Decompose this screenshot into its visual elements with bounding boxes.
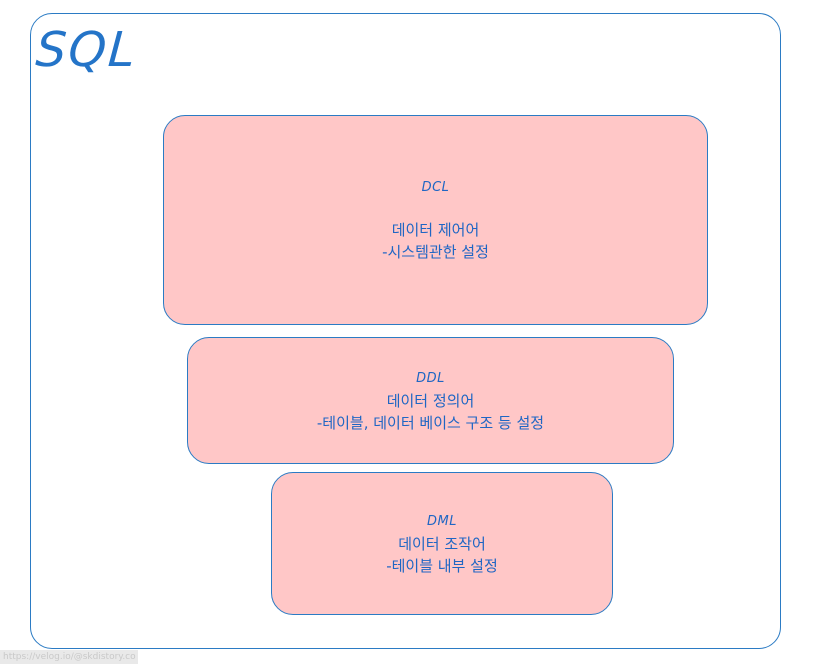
dcl-name: DCL [421, 180, 450, 195]
ddl-name: DDL [416, 370, 445, 386]
dcl-description: 데이터 제어어 [391, 221, 480, 239]
dml-box: DML 데이터 조작어 -테이블 내부 설정 [271, 472, 613, 615]
dml-name: DML [427, 513, 457, 529]
ddl-box: DDL 데이터 정의어 -테이블, 데이터 베이스 구조 등 설정 [187, 337, 674, 464]
watermark-url: https://velog.io/@skdistory.co [0, 650, 138, 664]
dml-description: 데이터 조작어 [398, 534, 486, 553]
dcl-box: DCL 데이터 제어어 -시스템관한 설정 [163, 115, 708, 325]
ddl-description: 데이터 정의어 [386, 391, 475, 410]
ddl-detail: -테이블, 데이터 베이스 구조 등 설정 [316, 413, 545, 432]
diagram-title: SQL [34, 22, 139, 78]
dml-detail: -테이블 내부 설정 [386, 556, 498, 575]
dcl-detail: -시스템관한 설정 [382, 243, 489, 261]
